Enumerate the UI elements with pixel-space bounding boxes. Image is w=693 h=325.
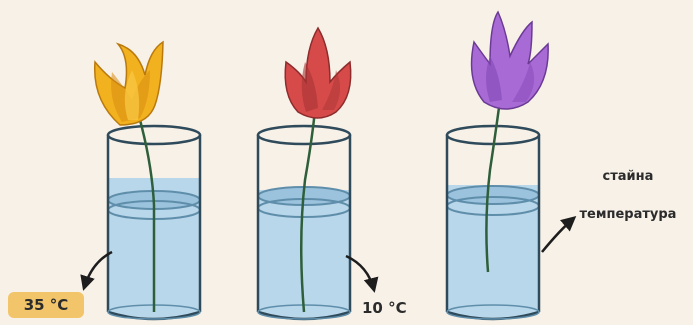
glass-2: [258, 126, 350, 319]
arrow-3: [542, 218, 574, 252]
red-tulip: [285, 28, 351, 118]
purple-tulip: [472, 12, 549, 109]
yellow-tulip: [95, 42, 163, 125]
temperature-label-3-line1: стайна: [603, 169, 654, 184]
temperature-label-2: 10 °C: [362, 299, 407, 317]
temperature-label-3-line2: температура: [580, 207, 677, 222]
temperature-label-1: 35 °C: [24, 296, 69, 314]
